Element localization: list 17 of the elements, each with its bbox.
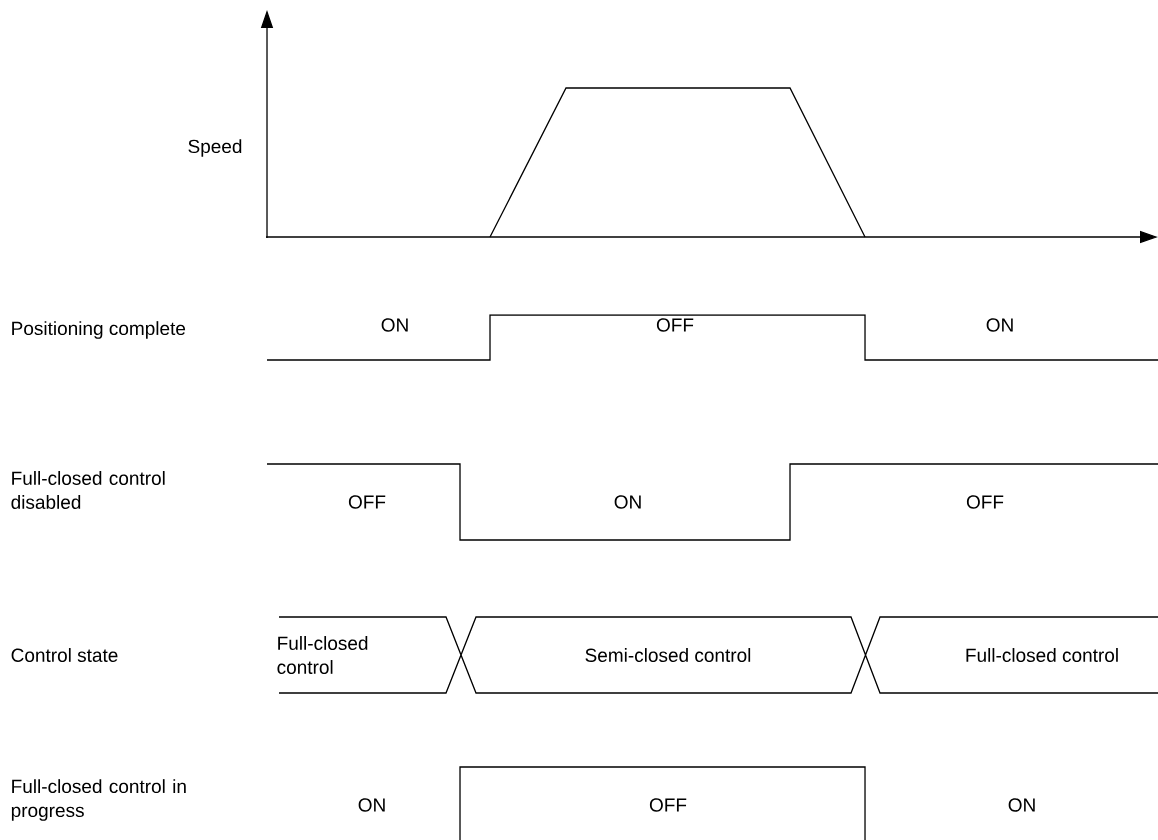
state-label: ON xyxy=(986,318,1013,332)
state-label: OFF xyxy=(966,495,1004,509)
state-label: OFF xyxy=(656,318,694,332)
state-label: Full-closed control xyxy=(966,648,1118,662)
state-label: Full-closed control xyxy=(277,636,368,674)
state-label: ON xyxy=(381,318,408,332)
state-label: OFF xyxy=(348,495,386,509)
axis-label: Speed xyxy=(188,139,242,157)
signal-label: Control state xyxy=(11,648,118,662)
state-label: OFF xyxy=(649,798,687,812)
signal-label: Positioning complete xyxy=(12,321,186,339)
state-label: ON xyxy=(614,495,641,509)
state-label: Semi-closed control xyxy=(585,648,751,662)
signal-label: Full-closed control in progress xyxy=(11,779,186,821)
state-label: ON xyxy=(1008,798,1035,812)
state-label: ON xyxy=(358,798,385,812)
signal-label: Full-closed control disabled xyxy=(11,471,165,509)
